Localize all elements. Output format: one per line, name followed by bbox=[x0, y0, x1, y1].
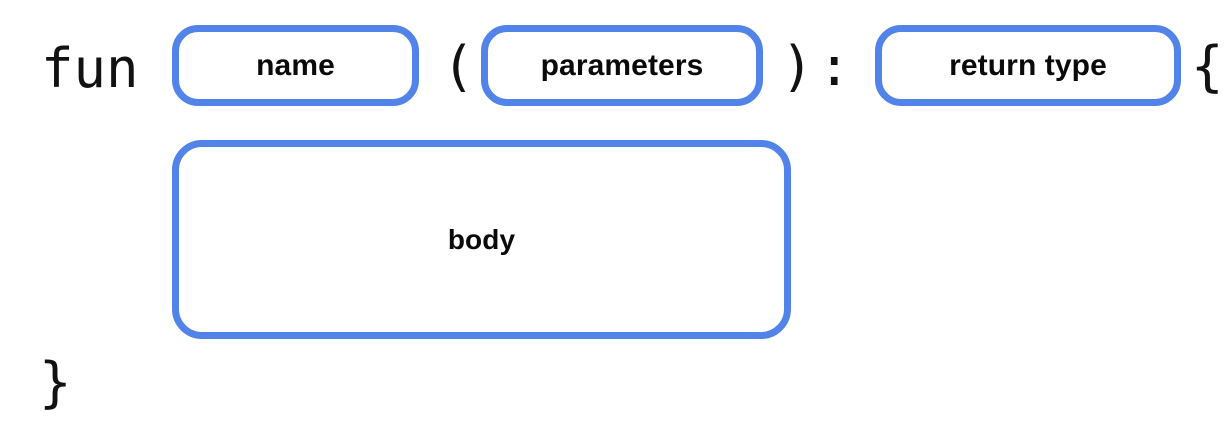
keyword-fun: fun bbox=[41, 37, 139, 100]
brace-close: } bbox=[39, 351, 72, 414]
slot-name[interactable]: name bbox=[172, 25, 419, 106]
colon-separator: : bbox=[818, 35, 851, 98]
slot-return-type[interactable]: return type bbox=[875, 25, 1181, 106]
slot-parameters[interactable]: parameters bbox=[481, 25, 763, 106]
paren-open: ( bbox=[442, 35, 475, 98]
slot-parameters-label: parameters bbox=[540, 48, 704, 82]
brace-open: { bbox=[1191, 35, 1224, 98]
slot-body-label: body bbox=[447, 223, 516, 255]
slot-return-type-label: return type bbox=[949, 48, 1107, 82]
slot-body[interactable]: body bbox=[172, 140, 791, 339]
slot-name-label: name bbox=[256, 48, 335, 82]
paren-close: ) bbox=[781, 35, 814, 98]
